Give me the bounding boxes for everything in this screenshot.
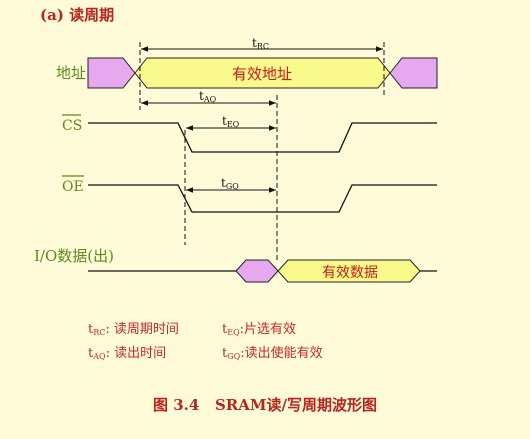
legend-item-trc: tRC: 读周期时间 (88, 322, 179, 337)
signal-label-cs: CS (62, 118, 82, 134)
figure-caption: 图 3.4 SRAM读/写周期波形图 (153, 396, 377, 414)
tgq-label: tGQ (221, 176, 239, 191)
cs-waveform (88, 122, 437, 153)
trc-label: tRC (252, 36, 269, 51)
legend-item-tgq: tGQ:读出使能有效 (222, 345, 323, 361)
signal-label-oe: OE (62, 179, 84, 195)
address-bus-right-hex (389, 57, 438, 89)
signal-label-io: I/O数据(出) (34, 247, 114, 265)
io-transition-hex (235, 259, 279, 283)
legend-item-teq: tEQ:片选有效 (222, 322, 296, 337)
oe-waveform (88, 184, 437, 213)
taq-label: tAQ (199, 89, 217, 104)
signal-label-address: 地址 (56, 64, 86, 82)
address-bus-left-hex (87, 57, 136, 89)
teq-label: tEQ (222, 114, 240, 129)
diagram-title: (a) 读周期 (40, 6, 114, 24)
io-data-valid-label: 有效数据 (322, 265, 378, 281)
legend-item-taq: tAQ: 读出时间 (88, 346, 166, 361)
address-valid-label: 有效地址 (232, 65, 292, 83)
